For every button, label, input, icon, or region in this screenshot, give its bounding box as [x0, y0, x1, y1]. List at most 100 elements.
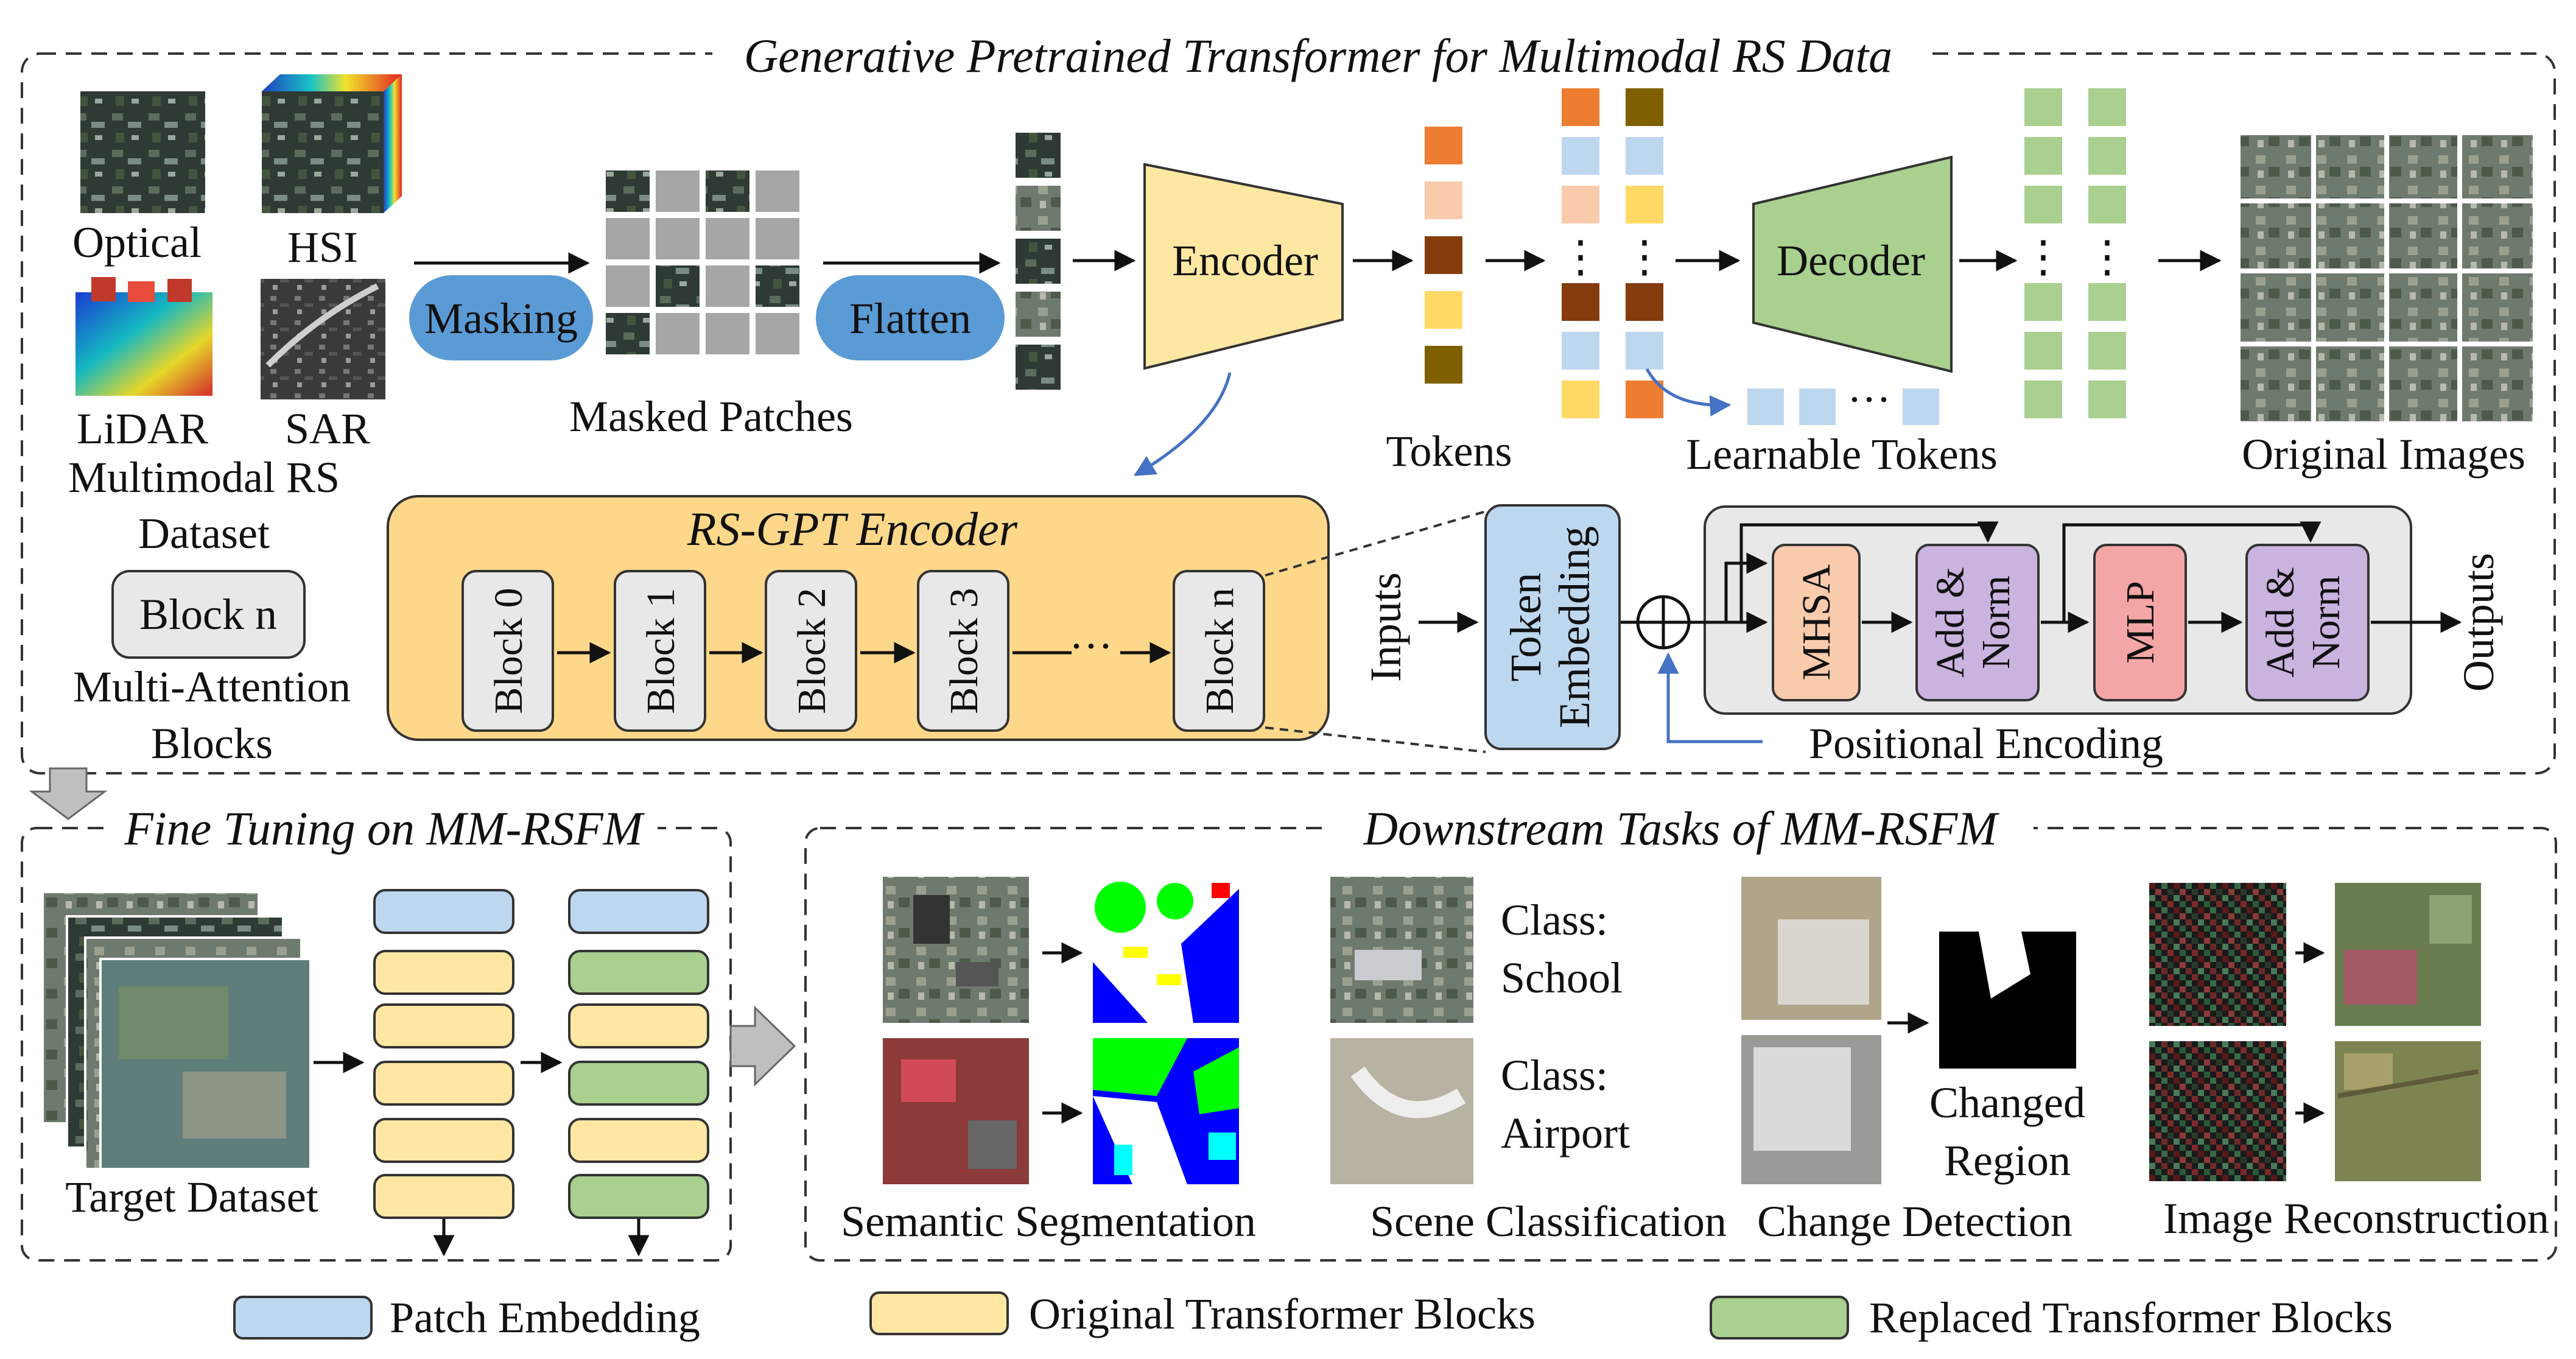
mhsa-block [1772, 544, 1861, 701]
block-n-legend-box [111, 570, 306, 659]
tokens-label: Tokens [1386, 427, 1512, 476]
legend-replaced-blocks: Replaced Transformer Blocks [1869, 1293, 2393, 1342]
decoded-col1-ellipsis: ⋮ [2021, 233, 2065, 281]
svg-text:Block 1: Block 1 [639, 588, 683, 714]
blocks-label: Blocks [151, 719, 273, 768]
add-norm-1-line1: Add & [1928, 567, 1973, 678]
rs-gpt-block-3: Block 3 [917, 570, 1009, 732]
target-dataset-label: Target Dataset [65, 1173, 318, 1221]
masking-step [409, 275, 593, 360]
seg-map-1 [1093, 877, 1239, 1023]
finetuned-model-stack [568, 889, 709, 1257]
hsi-cube-image [262, 74, 402, 213]
mlp-label: MLP [2118, 581, 2163, 664]
legend-patch-embedding: Patch Embedding [390, 1293, 700, 1342]
original-images-label: Original Images [2242, 430, 2525, 479]
positional-add-op [1636, 595, 1691, 650]
legend-original-blocks: Original Transformer Blocks [1029, 1290, 1535, 1338]
token-embedding-line2: Embedding [1550, 526, 1599, 728]
rs-gpt-dots: ··· [1069, 622, 1113, 670]
add-norm-2-line2: Norm [2304, 575, 2348, 669]
masked-patches-label: Masked Patches [569, 392, 853, 441]
flatten-label: Flatten [849, 294, 971, 343]
decoder-label: Decoder [1777, 236, 1925, 285]
decoded-col2-ellipsis: ⋮ [2085, 233, 2129, 281]
image-reconstruction-label: Image Reconstruction [2163, 1194, 2549, 1243]
sar-image [261, 279, 385, 399]
masking-label: Masking [424, 294, 578, 343]
class-school-line1: Class: [1501, 896, 1608, 944]
recon-input-2 [2149, 1041, 2286, 1181]
rs-gpt-encoder-title: RS-GPT Encoder [687, 502, 1018, 555]
semantic-segmentation-label: Semantic Segmentation [841, 1197, 1256, 1246]
target-dataset-stack [41, 891, 312, 1170]
inputs-label: Inputs [1361, 572, 1410, 682]
learnable-tokens-row [1747, 388, 1939, 425]
flow-right-arrow [729, 1005, 796, 1087]
lidar-label: LiDAR [77, 404, 208, 453]
svg-text:Block 3: Block 3 [942, 588, 986, 714]
downstream-section-border [804, 827, 2557, 1262]
rs-gpt-block-2: Block 2 [765, 570, 857, 732]
decoder-block [1752, 155, 1953, 373]
pretraining-title: Generative Pretrained Transformer for Mu… [744, 29, 1892, 82]
multi-attention-label: Multi-Attention [73, 662, 351, 711]
encoder-label: Encoder [1172, 236, 1318, 285]
add-norm-2-line1: Add & [2258, 567, 2303, 678]
token-embedding-line1: Token [1501, 573, 1550, 682]
optical-label: Optical [72, 218, 202, 267]
class-airport-line1: Class: [1501, 1051, 1608, 1100]
flattened-patches [1016, 133, 1061, 390]
rs-gpt-block-1: Block 1 [614, 570, 706, 732]
lidar-image [75, 277, 212, 396]
positional-encoding-label: Positional Encoding [1809, 719, 2163, 768]
hsi-label: HSI [287, 223, 358, 272]
change-detection-label: Change Detection [1757, 1197, 2072, 1246]
rs-gpt-block-n: Block n [1173, 570, 1265, 732]
scene-classification-label: Scene Classification [1370, 1197, 1727, 1246]
changed-region-line2: Region [1944, 1136, 2071, 1185]
flatten-step [816, 275, 1005, 360]
token-col1-ellipsis: ⋮ [1559, 233, 1602, 281]
add-norm-1-line2: Norm [1974, 575, 2018, 669]
dataset-label-line2: Dataset [138, 509, 270, 558]
legend-swatch-replaced-blocks [1710, 1296, 1849, 1340]
mhsa-label: MHSA [1794, 564, 1839, 680]
original-images [2241, 135, 2533, 421]
recon-input-1 [2149, 883, 2286, 1026]
original-model-stack [373, 889, 514, 1257]
svg-text:Block 2: Block 2 [790, 588, 834, 714]
rs-gpt-block-0: Block 0 [462, 570, 554, 732]
mlp-block [2093, 544, 2187, 701]
flow-down-arrow [29, 767, 108, 820]
svg-text:Block n: Block n [1198, 588, 1242, 714]
transformer-layer-panel [1704, 505, 2412, 715]
dataset-label-line1: Multimodal RS [68, 453, 340, 502]
tokens-column [1425, 127, 1462, 384]
fine-tuning-title: Fine Tuning on MM-RSFM [124, 802, 645, 855]
class-airport-line2: Airport [1501, 1109, 1630, 1157]
seg-input-1 [883, 877, 1029, 1023]
token-columns [1562, 88, 1663, 418]
change-map [1939, 932, 2076, 1069]
add-norm-block-2 [2245, 544, 2370, 701]
token-embedding-block [1484, 504, 1621, 750]
optical-image [80, 91, 205, 213]
outputs-label: Outputs [2454, 553, 2503, 692]
seg-map-2 [1093, 1038, 1239, 1184]
token-col2-ellipsis: ⋮ [1623, 233, 1666, 281]
changed-region-line1: Changed [1929, 1078, 2085, 1127]
learnable-tokens-label: Learnable Tokens [1686, 430, 1997, 479]
block-n-legend-label: Block n [139, 590, 277, 639]
learnable-ellipsis: ··· [1847, 375, 1891, 424]
class-school-line2: School [1501, 953, 1623, 1002]
pretraining-section-border [21, 52, 2556, 774]
decoded-tokens [2024, 88, 2126, 418]
masked-patches-grid [606, 170, 799, 354]
add-norm-block-1 [1915, 544, 2040, 701]
sar-label: SAR [285, 404, 370, 453]
legend-swatch-original-blocks [869, 1291, 1009, 1335]
encoder-block [1143, 163, 1344, 370]
legend-swatch-patch-embedding [233, 1296, 373, 1340]
